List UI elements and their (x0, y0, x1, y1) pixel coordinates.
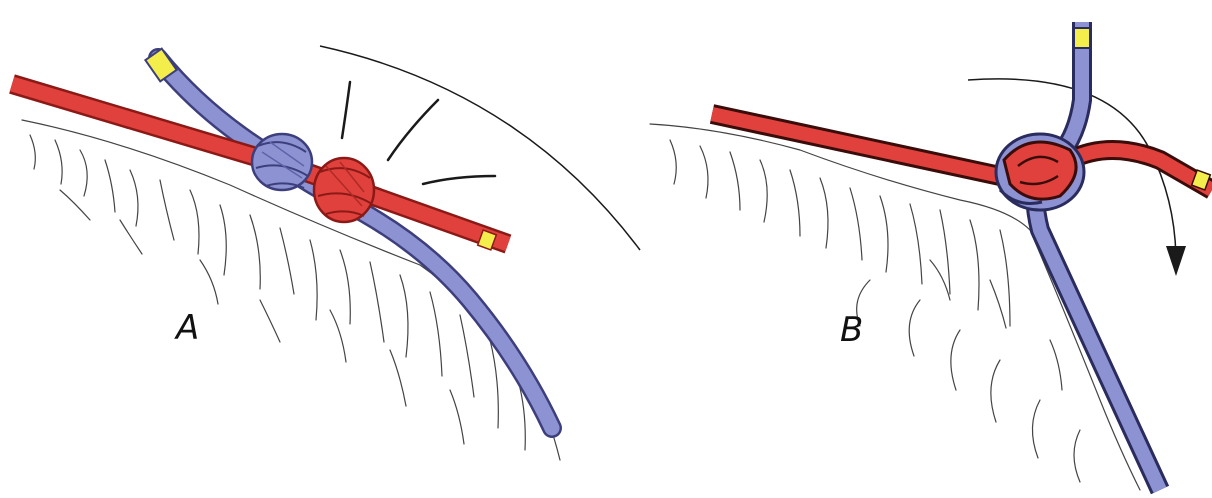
panel-label-a: A (176, 308, 200, 348)
overhand-knot-icon (252, 134, 312, 190)
flat-overhand-knot-icon (996, 134, 1084, 210)
panel-a (12, 46, 640, 460)
panel-label-b: B (840, 310, 864, 350)
red-overhand-knot-icon (314, 158, 374, 222)
red-rope-b (712, 114, 1212, 190)
blue-rope-b (1035, 22, 1160, 490)
rope-tip-blue (1074, 28, 1090, 48)
panel-b (650, 22, 1212, 490)
